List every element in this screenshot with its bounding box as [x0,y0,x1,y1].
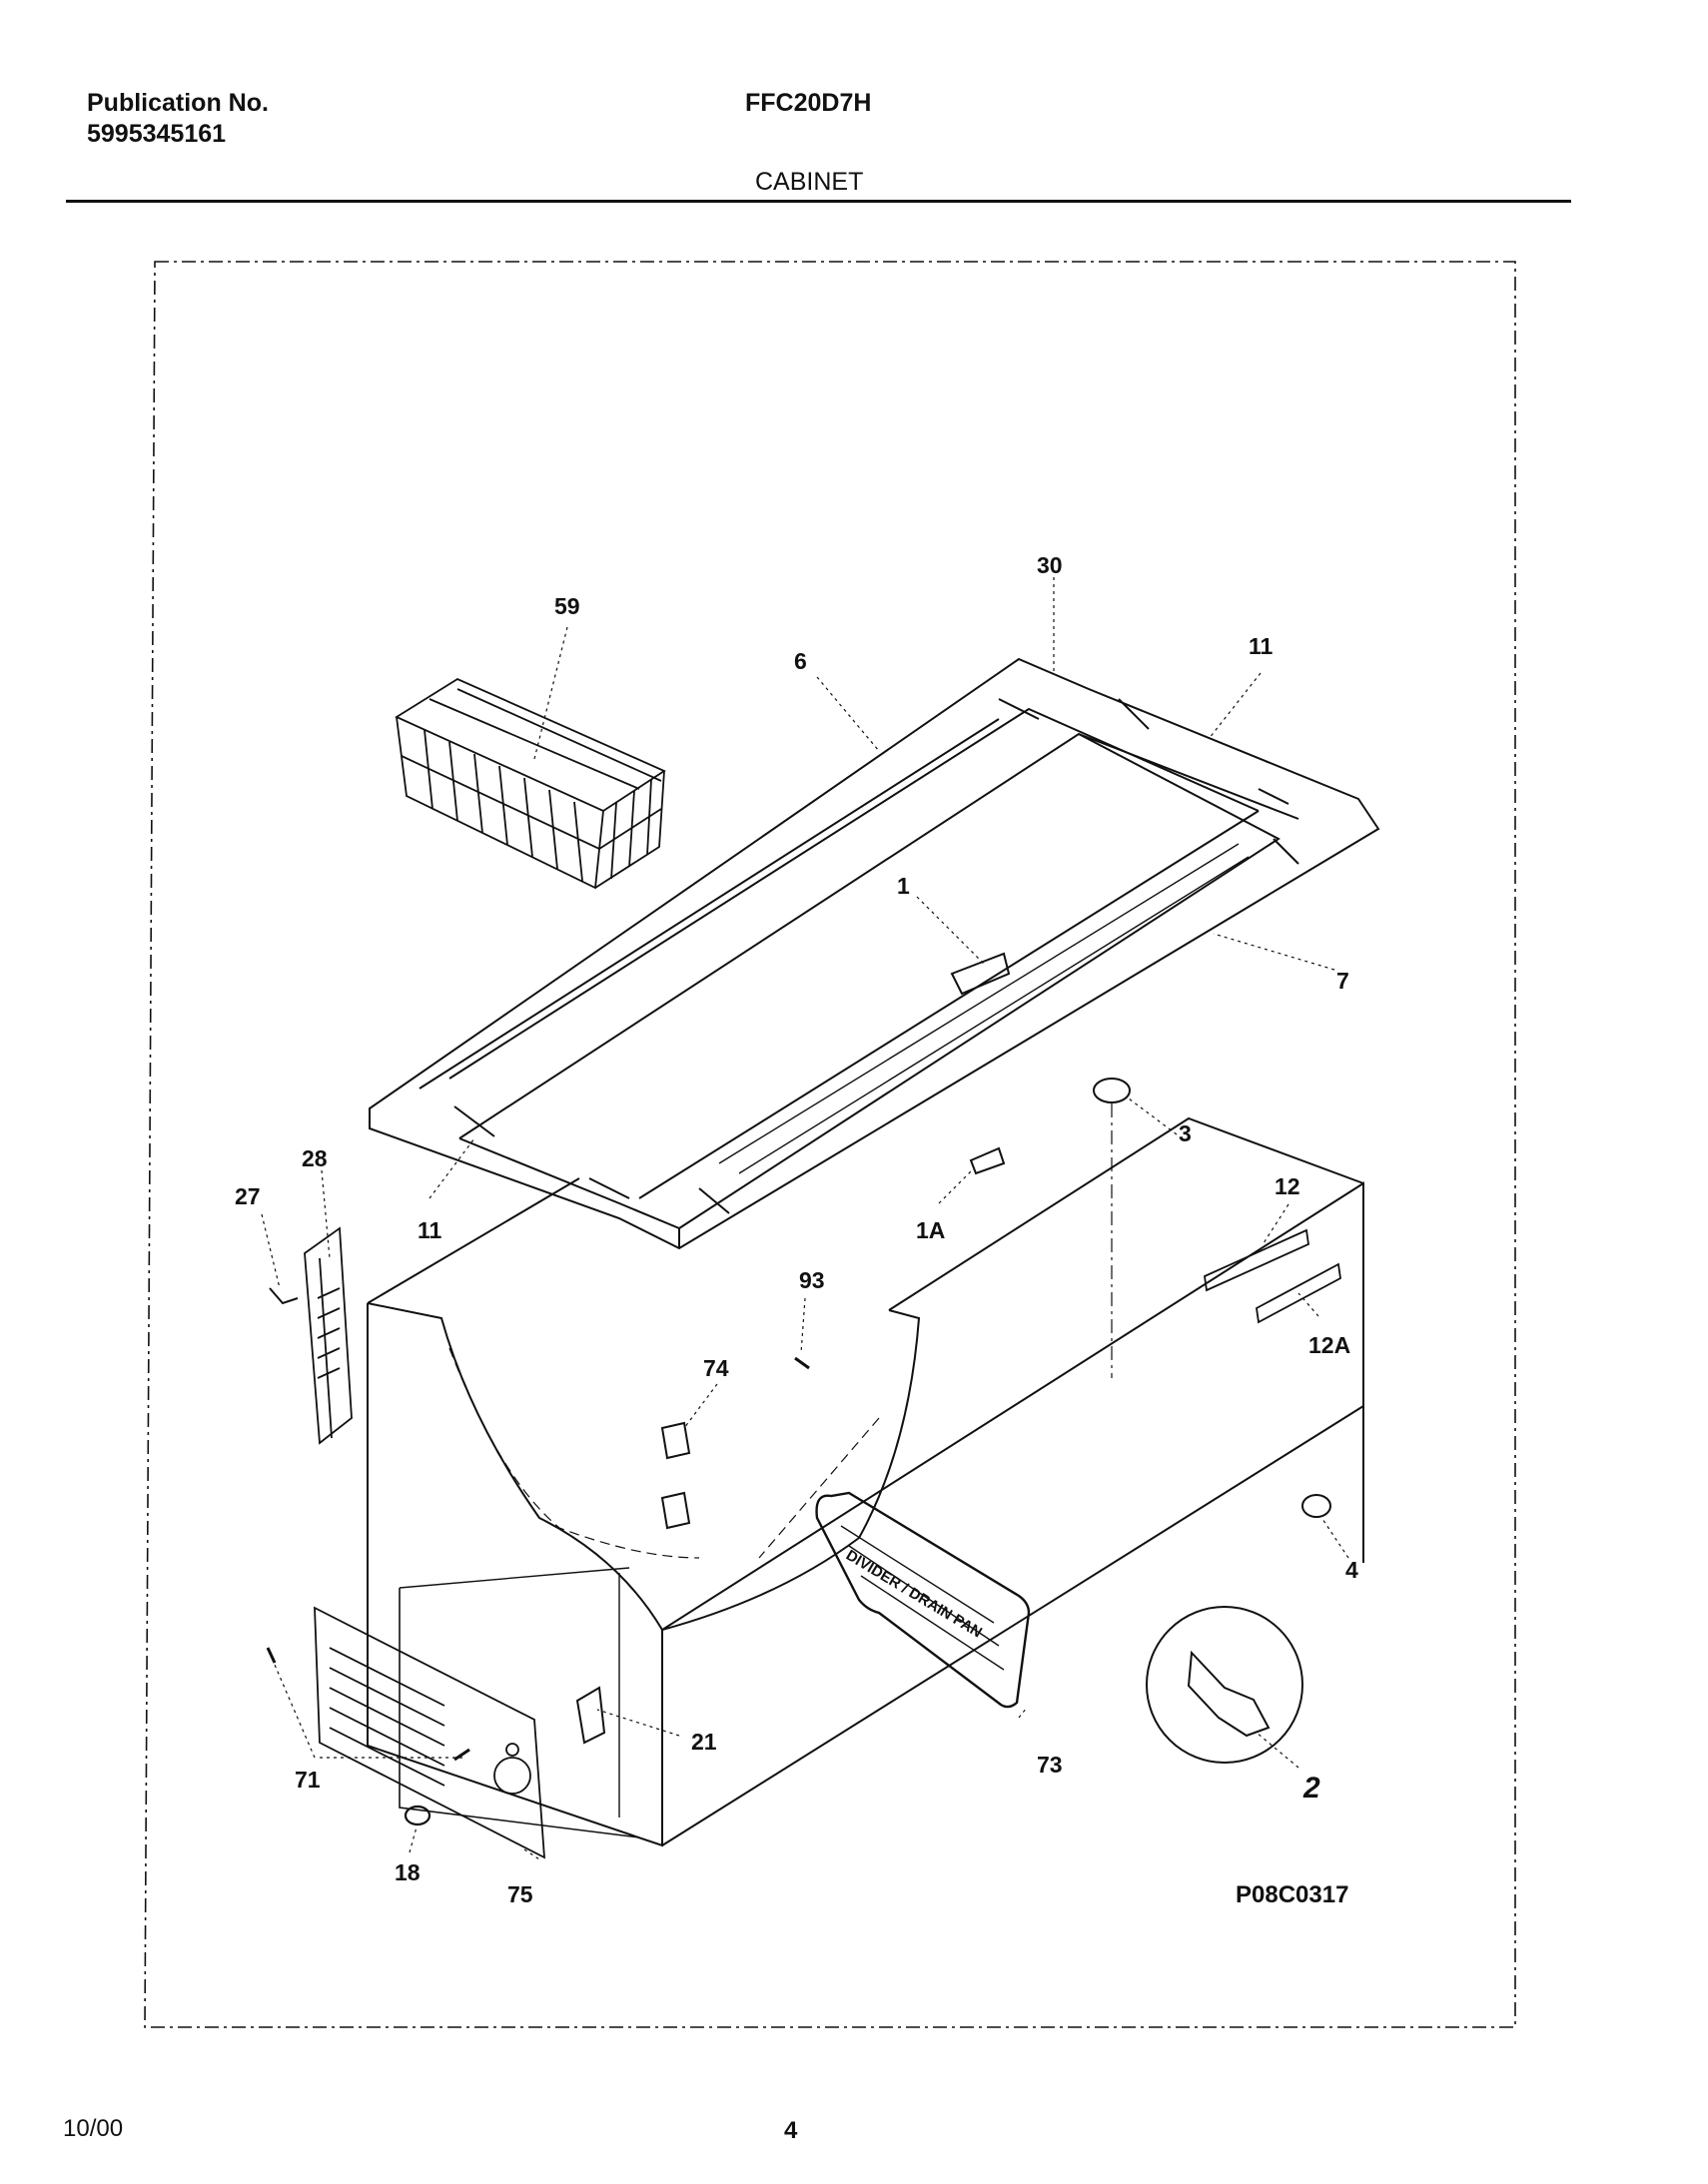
section-title: CABINET [755,168,864,196]
callout-93: 93 [799,1267,825,1293]
breaker-frame [369,657,1380,1250]
model-number: FFC20D7H [745,89,872,117]
drain-fitting-detail [1146,1606,1303,1764]
callout-11-left: 11 [418,1217,442,1243]
label-12a [1256,1262,1341,1324]
lock [950,952,1011,996]
drain-plug-top [1093,1078,1131,1103]
clip-lower [660,1491,691,1530]
publication-label: Publication No. [87,89,269,117]
callout-28: 28 [302,1145,328,1171]
callout-59: 59 [554,593,580,619]
hinge-screw [269,1287,299,1305]
grille-screw-left [266,1647,277,1664]
screw-93 [794,1356,810,1370]
callout-73: 73 [1037,1752,1063,1778]
clip-upper [660,1421,691,1460]
callout-3: 3 [1179,1120,1192,1146]
diagram-frame [144,261,1516,2028]
page-number: 4 [784,2117,798,2144]
hinge [304,1226,353,1445]
divider-drain-pan [815,1491,1031,1709]
wire-basket [395,677,666,890]
callout-75: 75 [507,1881,533,1907]
callout-1: 1 [897,873,910,899]
drain-plug-side [1301,1494,1331,1518]
callout-7: 7 [1336,968,1349,994]
callout-1a: 1A [916,1217,945,1243]
callout-74: 74 [703,1355,729,1381]
label-12 [1204,1228,1309,1292]
header-rule [66,200,1571,203]
callout-30: 30 [1037,552,1063,578]
callout-4: 4 [1345,1557,1358,1583]
lock-strike [969,1146,1006,1175]
publication-number: 5995345161 [87,120,227,148]
callout-27: 27 [235,1183,261,1209]
drain-pan-label: DIVIDER / DRAIN PAN [843,1547,985,1642]
callout-6: 6 [794,648,807,674]
revision-date: 10/00 [63,2115,124,2142]
callout-18: 18 [395,1859,421,1885]
callout-71: 71 [295,1767,321,1793]
callout-21: 21 [691,1729,717,1755]
thermostat [575,1686,606,1745]
callout-12: 12 [1275,1173,1300,1199]
cabinet-body [367,1116,1364,1847]
diagram-reference-code: P08C0317 [1236,1881,1348,1908]
callout-12a: 12A [1308,1332,1350,1358]
callout-2: 2 [1302,1772,1320,1805]
callout-11-right: 11 [1249,633,1274,659]
grille-screw-right [453,1748,470,1762]
vent-grille [314,1606,546,1859]
callout-labels: 59 30 6 11 1 7 3 28 27 11 1A 12 93 74 12… [235,552,1358,1907]
